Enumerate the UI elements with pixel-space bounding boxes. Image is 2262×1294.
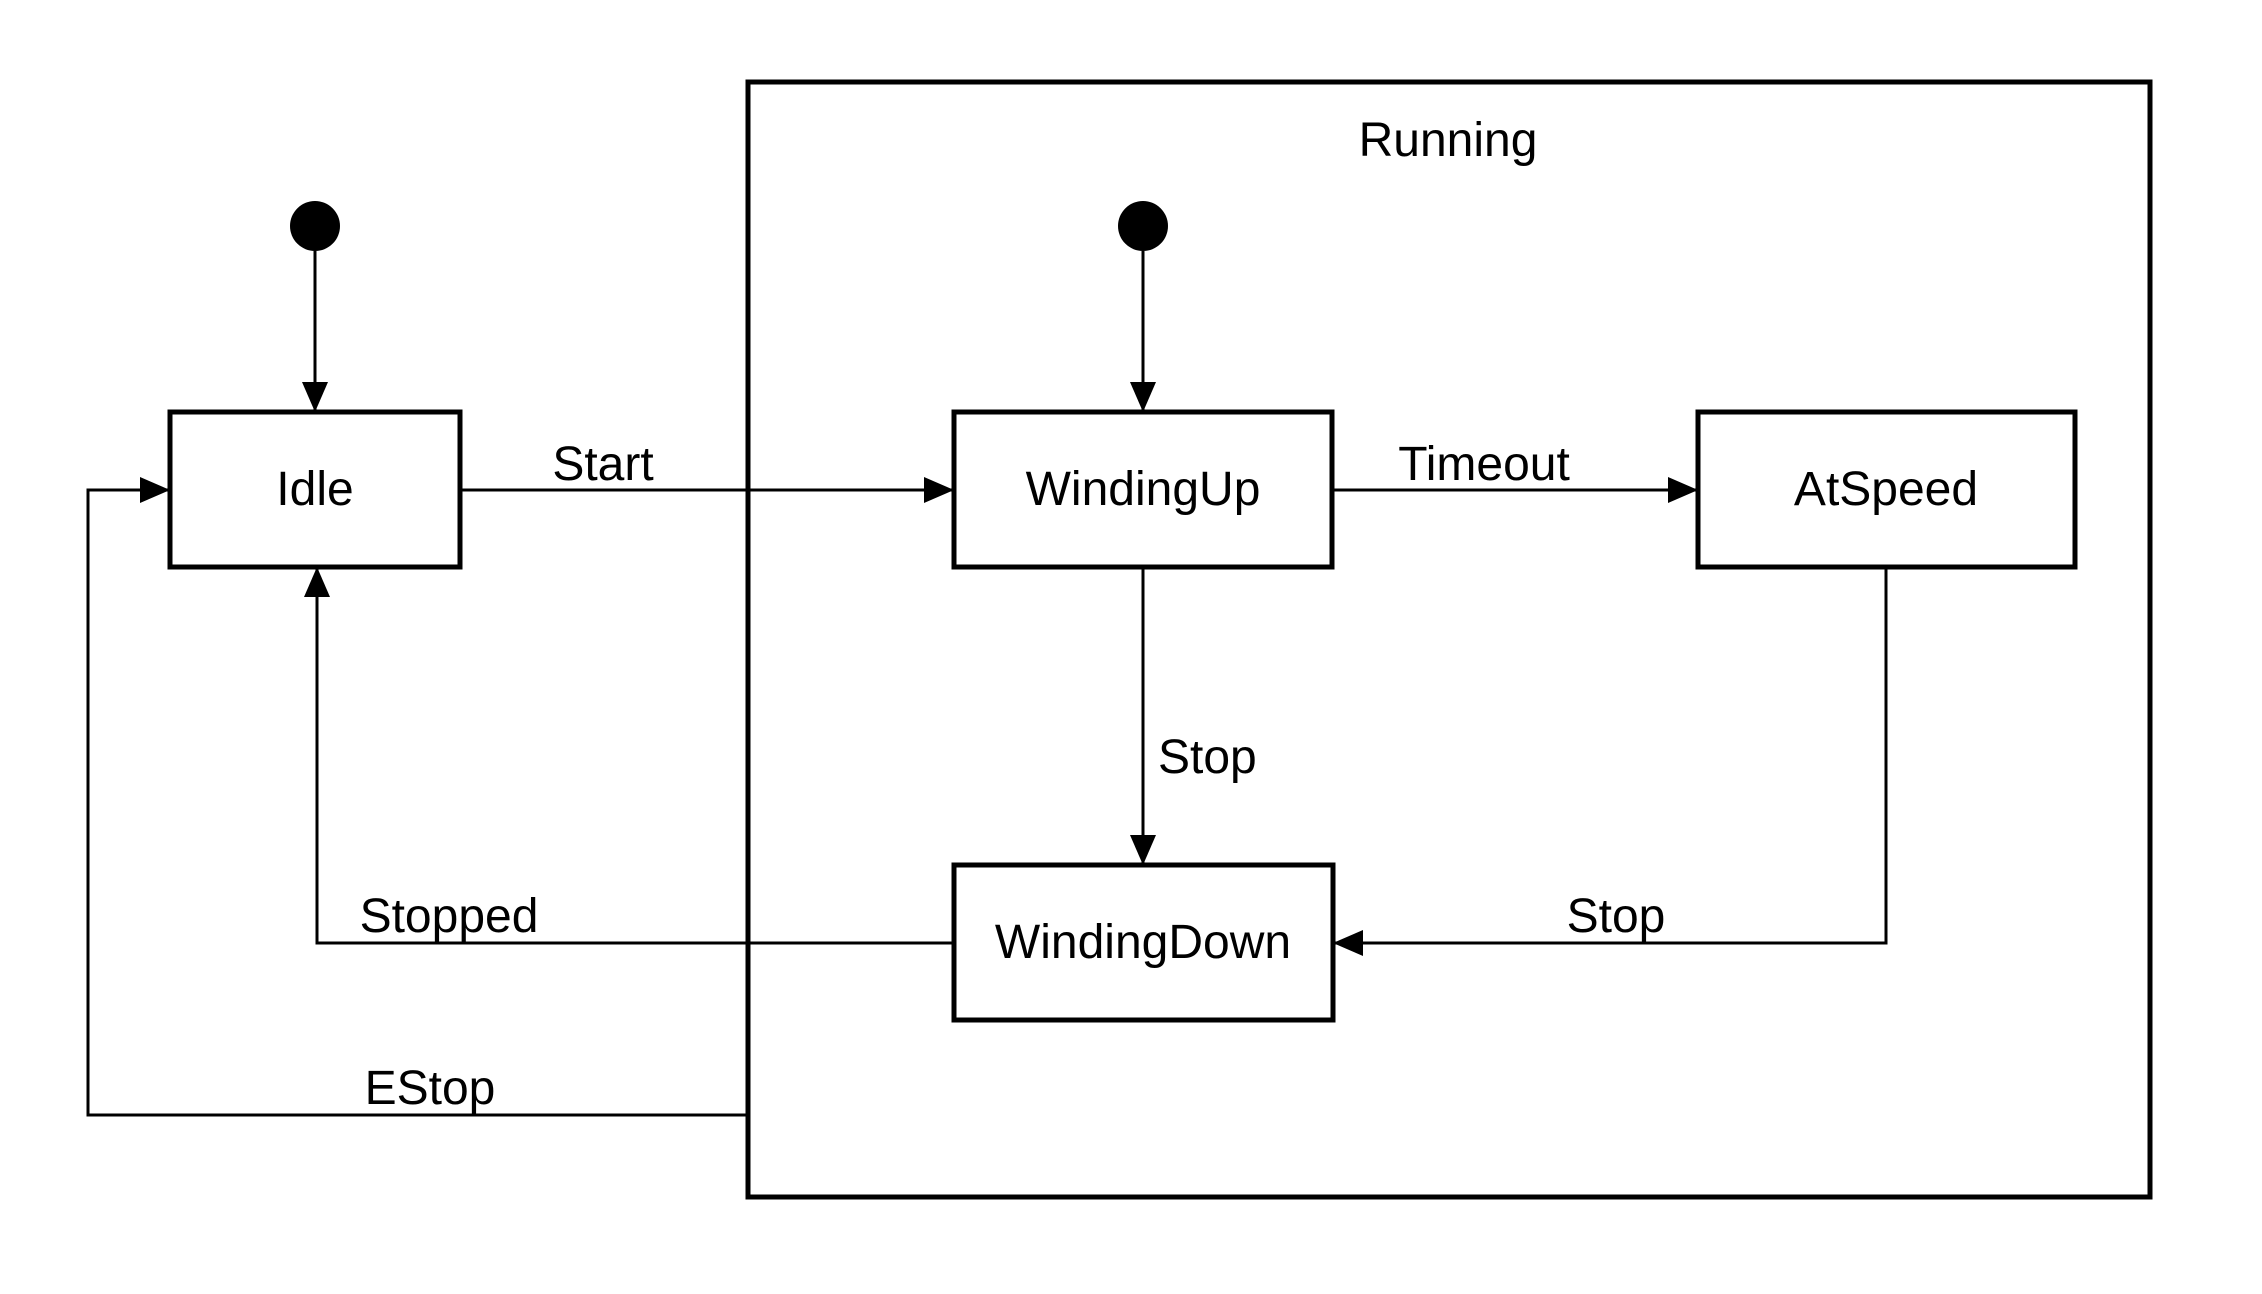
initial-state-dot-windingup <box>1118 201 1168 251</box>
transition-estop-label: EStop <box>365 1062 496 1115</box>
transition-start-label: Start <box>552 438 653 491</box>
transition-timeout-label: Timeout <box>1398 438 1570 491</box>
idle-state-label: Idle <box>276 463 353 516</box>
transition-stopped-label: Stopped <box>360 890 539 943</box>
windingup-state-label: WindingUp <box>1026 463 1261 516</box>
transition-stopped-line <box>304 567 954 945</box>
windingup-state-box <box>951 409 1335 570</box>
atspeed-state-label: AtSpeed <box>1794 463 1978 516</box>
transition-stop-from-windingup-label: Stop <box>1158 731 1257 784</box>
transition-estop-line <box>86 477 748 1117</box>
running-composite-state-box <box>745 79 2153 1200</box>
windingdown-state-label: WindingDown <box>995 916 1291 969</box>
running-state-label: Running <box>1359 114 1538 167</box>
initial-state-dot-idle <box>290 201 340 251</box>
transition-stop-from-atspeed-line <box>1333 567 1888 956</box>
transition-stop-from-atspeed-label: Stop <box>1567 890 1666 943</box>
